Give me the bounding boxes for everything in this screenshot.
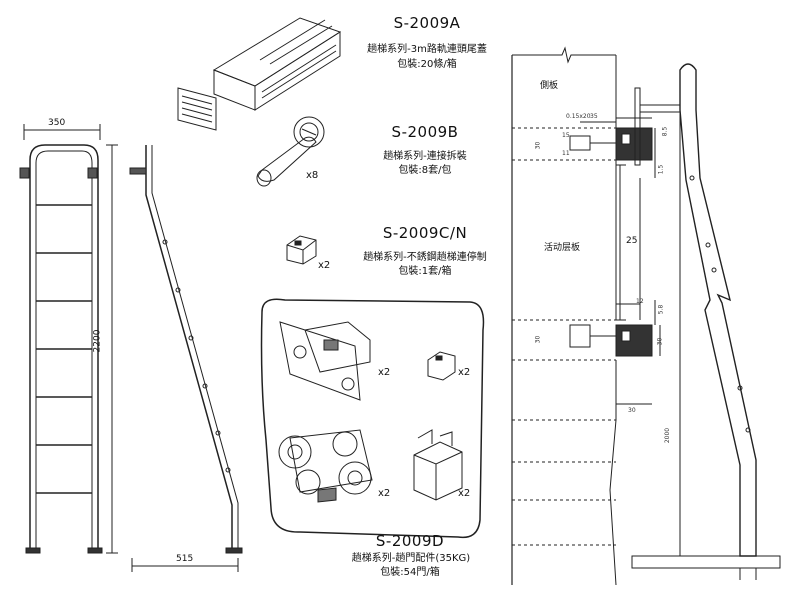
label-side-panel: 側板: [540, 81, 559, 91]
dim-5-8: 5.8: [657, 304, 665, 315]
dim-height: 2200: [92, 329, 103, 353]
qty-kit-stopper: x2: [458, 367, 471, 378]
dim-1-5: 1.5: [657, 164, 665, 175]
dim-width: 350: [48, 118, 66, 128]
dim-30-lower: 30: [534, 335, 542, 344]
product-desc-c: 趟梯系列-不銹鋼趟梯連停制: [363, 252, 487, 263]
dim-11: 11: [562, 150, 570, 157]
qty-kit-bracket: x2: [378, 367, 391, 378]
connector-illustration: [256, 116, 325, 187]
dim-12: 12: [636, 298, 644, 305]
section-drawing: [511, 46, 781, 586]
qty-b: x8: [306, 170, 319, 181]
ladder-side-view: [129, 145, 243, 572]
stopper-illustration: [286, 235, 317, 265]
rail-illustration: [177, 17, 342, 131]
dim-30-side: 30: [656, 337, 664, 346]
product-pack-a: 包裝:20條/箱: [397, 59, 457, 70]
product-code-c: S-2009C/N: [382, 224, 468, 242]
dim-8-5: 8.5: [661, 126, 669, 137]
product-desc-d: 趟梯系列-趟門配件(35KG): [351, 553, 471, 564]
product-code-d: S-2009D: [375, 532, 445, 550]
product-code-b: S-2009B: [391, 123, 459, 141]
dim-30-bottom: 30: [628, 407, 636, 414]
hardware-kit: [260, 298, 485, 539]
dim-depth: 515: [176, 554, 194, 564]
dim-015x20: 0.15x20: [566, 113, 591, 120]
dim-30-upper: 30: [534, 141, 542, 150]
ladder-front-view: [19, 124, 118, 554]
qty-kit-roller: x2: [378, 488, 391, 499]
product-desc-a: 趟梯系列-3m路軌連頭尾蓋: [367, 44, 487, 55]
label-shelf: 活动层板: [544, 243, 581, 253]
qty-c: x2: [318, 260, 331, 271]
product-pack-c: 包裝:1套/箱: [398, 266, 452, 277]
product-pack-d: 包裝:54門/箱: [380, 567, 440, 578]
product-pack-b: 包裝:8套/包: [398, 165, 452, 176]
dim-15: 15: [562, 132, 570, 139]
qty-kit-guide: x2: [458, 488, 471, 499]
dim-2000: 2000: [664, 427, 672, 444]
product-desc-b: 趟梯系列-連接拆裝: [383, 151, 467, 162]
dim-25: 25: [626, 236, 638, 246]
dim-35: 35: [590, 113, 598, 120]
product-code-a: S-2009A: [393, 14, 461, 32]
